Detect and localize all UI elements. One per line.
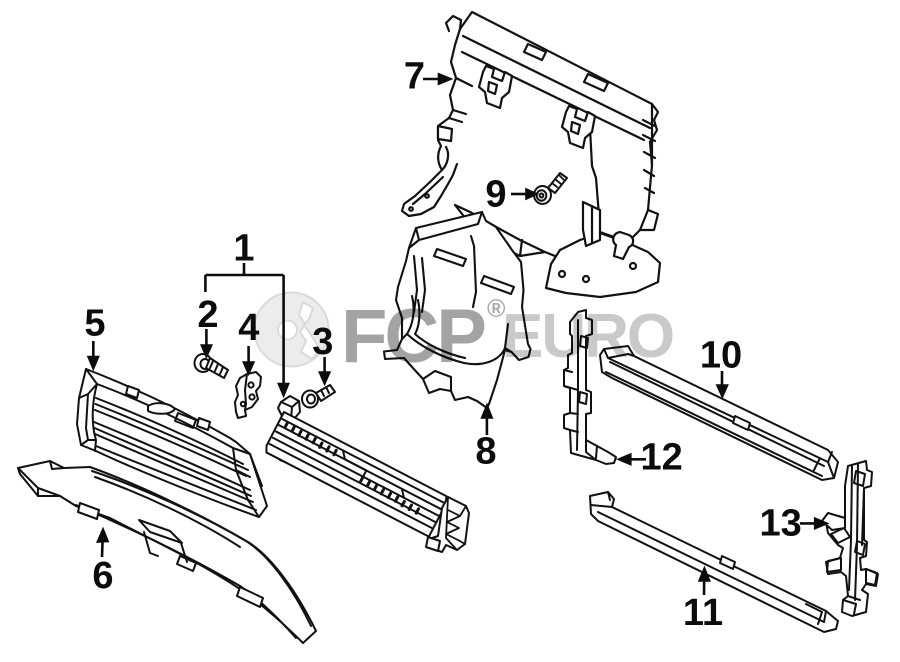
svg-text:10: 10 <box>700 335 742 377</box>
svg-text:4: 4 <box>238 307 259 349</box>
svg-text:5: 5 <box>84 303 105 345</box>
svg-text:6: 6 <box>92 555 113 597</box>
svg-text:1: 1 <box>233 228 254 270</box>
svg-text:11: 11 <box>683 592 723 634</box>
svg-text:7: 7 <box>404 56 425 98</box>
svg-text:8: 8 <box>475 431 496 473</box>
svg-text:13: 13 <box>759 503 801 545</box>
svg-text:FCP: FCP <box>341 294 485 379</box>
svg-text:®: ® <box>487 295 506 323</box>
svg-text:9: 9 <box>485 174 506 216</box>
svg-text:EURO: EURO <box>502 302 673 371</box>
svg-text:2: 2 <box>197 294 218 336</box>
svg-text:12: 12 <box>641 437 683 479</box>
